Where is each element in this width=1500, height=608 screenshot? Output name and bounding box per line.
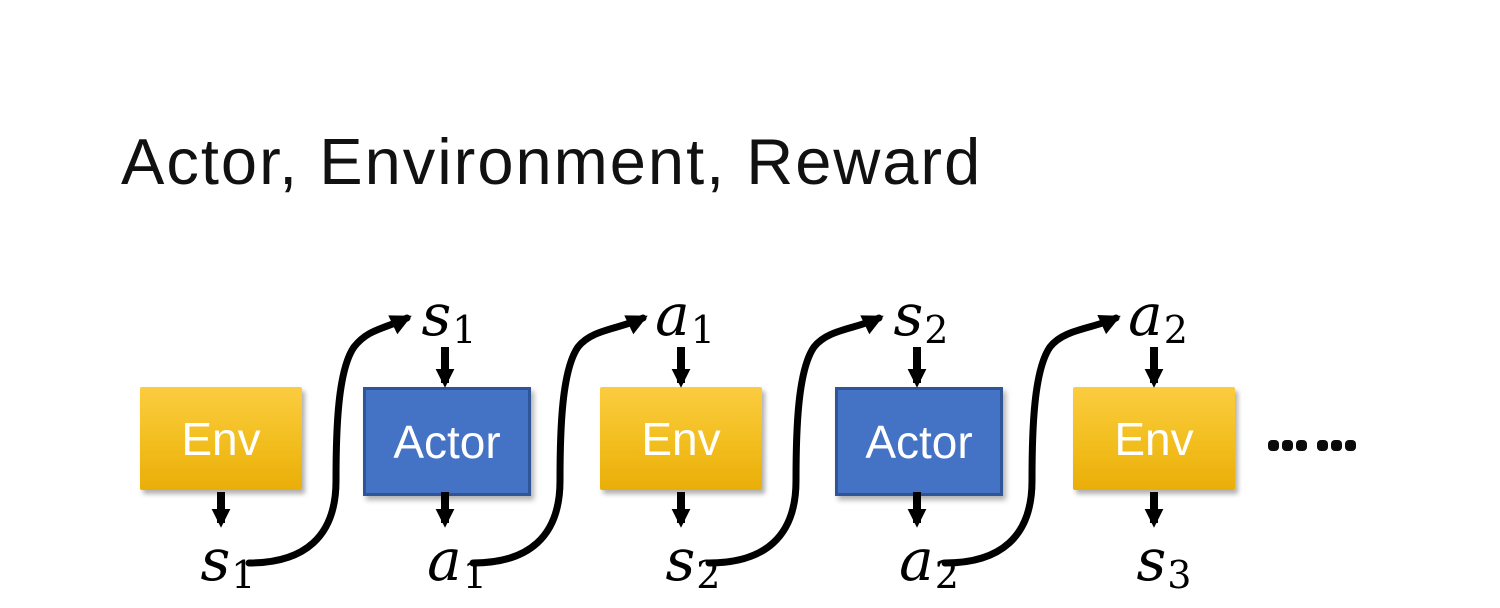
curve-arrow-s2 xyxy=(705,314,884,567)
ellipsis-dot xyxy=(1296,440,1307,451)
slide-title: Actor, Environment, Reward xyxy=(121,125,983,198)
ellipsis-dot xyxy=(1268,440,1279,451)
curve-arrow-s1 xyxy=(245,314,412,567)
ellipsis-dot xyxy=(1282,440,1293,451)
env-box-2: Env xyxy=(600,387,762,490)
actor-box-2-label: Actor xyxy=(865,415,973,468)
bottom-label-s3: s3 xyxy=(1136,526,1192,597)
top-label-s2: s2 xyxy=(893,281,949,352)
actor-box-1-label: Actor xyxy=(393,415,501,468)
env-box-1: Env xyxy=(140,387,302,490)
top-label-a1: a1 xyxy=(655,281,715,352)
env-box-1-label: Env xyxy=(181,412,261,465)
top-label-s1: s1 xyxy=(421,281,477,352)
env-box-3: Env xyxy=(1073,387,1235,490)
bottom-label-a1: a1 xyxy=(427,526,487,597)
curve-arrow-a1 xyxy=(469,314,648,567)
env-box-3-label: Env xyxy=(1114,412,1194,465)
ellipsis-dots xyxy=(1268,440,1356,451)
ellipsis-dot xyxy=(1345,440,1356,451)
top-label-a2: a2 xyxy=(1128,281,1188,352)
ellipsis-dot xyxy=(1317,440,1328,451)
ellipsis-dot xyxy=(1331,440,1342,451)
env-box-2-label: Env xyxy=(641,412,721,465)
curve-arrow-a2 xyxy=(941,314,1121,567)
